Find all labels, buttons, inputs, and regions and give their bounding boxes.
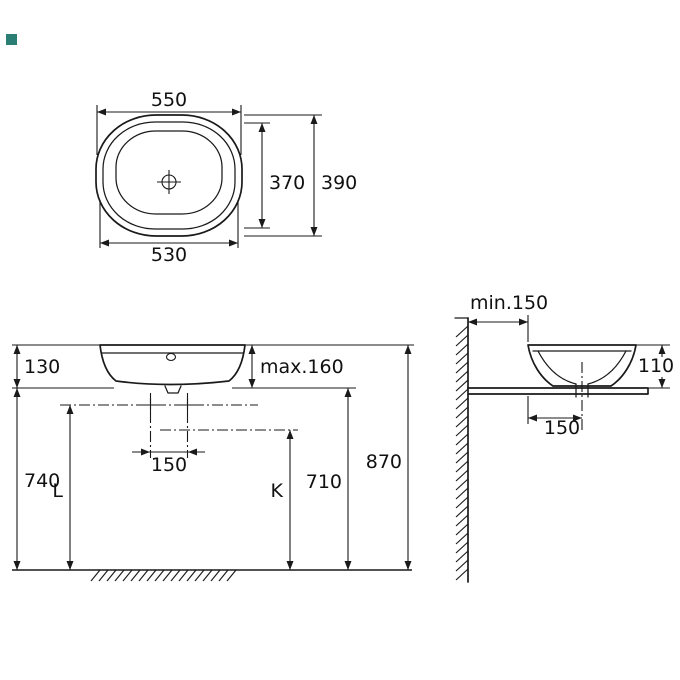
dimension-lines [468,321,663,419]
basin-rim-outline [102,121,236,230]
countertop [467,387,649,395]
dim-label-height-counter: 110 [638,355,674,377]
fixing-cross-markers [143,398,195,412]
drain-stub [164,385,182,394]
dim-label-waste-height: K [271,480,284,502]
extension-lines [12,344,414,389]
extension-lines [527,315,670,424]
basin-side-bowl [537,350,627,385]
dim-label-counter-floor: 710 [306,471,342,493]
dim-label-depth-outer: 390 [321,172,357,194]
dim-label-wall-distance: min.150 [470,292,548,314]
drain-pipe [575,383,589,398]
arrowheads [468,318,666,422]
drain-crosshair-icon [157,170,181,194]
dim-label-underside-floor: 740 [24,470,60,492]
dimension-lines [97,111,315,244]
top-view: 550 530 370 390 [95,89,357,266]
taphole-icon [165,352,177,362]
arrowheads [13,345,412,570]
side-view: min.150 110 150 [454,292,674,583]
floor-hatch [90,569,237,582]
wall-hatch [455,325,469,581]
color-swatch [6,34,17,45]
dim-label-width-bottom: 530 [151,244,187,266]
dim-label-fixing-centres: 150 [151,454,187,476]
basin-side-outline [527,344,637,387]
dim-label-rim-height-min: 130 [24,356,60,378]
basin-outer-outline [95,114,243,237]
extension-lines [96,105,322,248]
centerlines [60,393,298,458]
dim-label-width-top: 550 [151,89,187,111]
front-view: 130 max.160 150 740 L K 710 870 [12,344,414,582]
dim-label-supply-height: L [52,480,63,502]
basin-bowl-outline [115,130,223,215]
basin-front-outline [99,344,246,386]
dimension-lines [16,345,409,570]
dim-label-wall-to-drain: 150 [544,417,580,439]
dim-label-rim-height-max: max.160 [260,356,344,378]
dim-label-depth-inner: 370 [269,172,305,194]
dim-label-rim-floor: 870 [366,451,402,473]
